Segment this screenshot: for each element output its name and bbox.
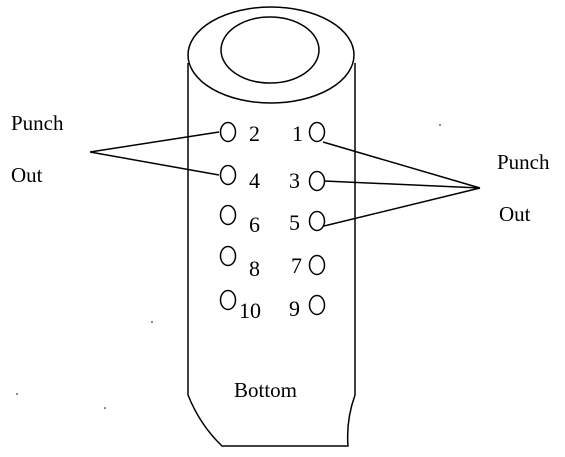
hole-8: [219, 245, 237, 267]
bottom-label: Bottom: [234, 378, 298, 402]
speck: [151, 321, 153, 323]
pointer-line-right-3: [323, 180, 481, 189]
hole-5: [308, 210, 326, 232]
hole-10: [219, 289, 237, 311]
right-label-line1: Punch: [497, 150, 550, 174]
hole-number-10: 10: [239, 298, 261, 323]
hole-number-3: 3: [289, 168, 300, 193]
pointer-line-left-4: [89, 151, 220, 176]
hole-4: [219, 164, 237, 186]
hole-2: [219, 121, 237, 143]
pointer-line-left-2: [89, 131, 220, 153]
hole-9: [308, 294, 326, 316]
tube-top-inner: [220, 16, 320, 84]
hole-number-8: 8: [249, 256, 260, 281]
speck: [439, 124, 441, 126]
tube-body: [187, 63, 356, 447]
speck: [16, 393, 18, 395]
hole-number-2: 2: [249, 121, 260, 146]
hole-number-9: 9: [289, 296, 300, 321]
left-label-line2: Out: [11, 163, 43, 187]
left-label-line1: Punch: [11, 111, 64, 135]
hole-1: [308, 121, 326, 143]
hole-7: [308, 254, 326, 276]
hole-6: [219, 204, 237, 226]
pointer-line-right-5: [323, 187, 481, 227]
hole-number-6: 6: [249, 212, 260, 237]
hole-number-5: 5: [289, 210, 300, 235]
right-label-line2: Out: [499, 202, 531, 226]
hole-number-4: 4: [249, 168, 260, 193]
speck: [104, 407, 106, 409]
hole-number-7: 7: [291, 253, 302, 278]
pointer-line-right-1: [322, 141, 481, 189]
tube-top-outer: [187, 6, 355, 104]
hole-3: [308, 170, 326, 192]
hole-number-1: 1: [292, 121, 303, 146]
